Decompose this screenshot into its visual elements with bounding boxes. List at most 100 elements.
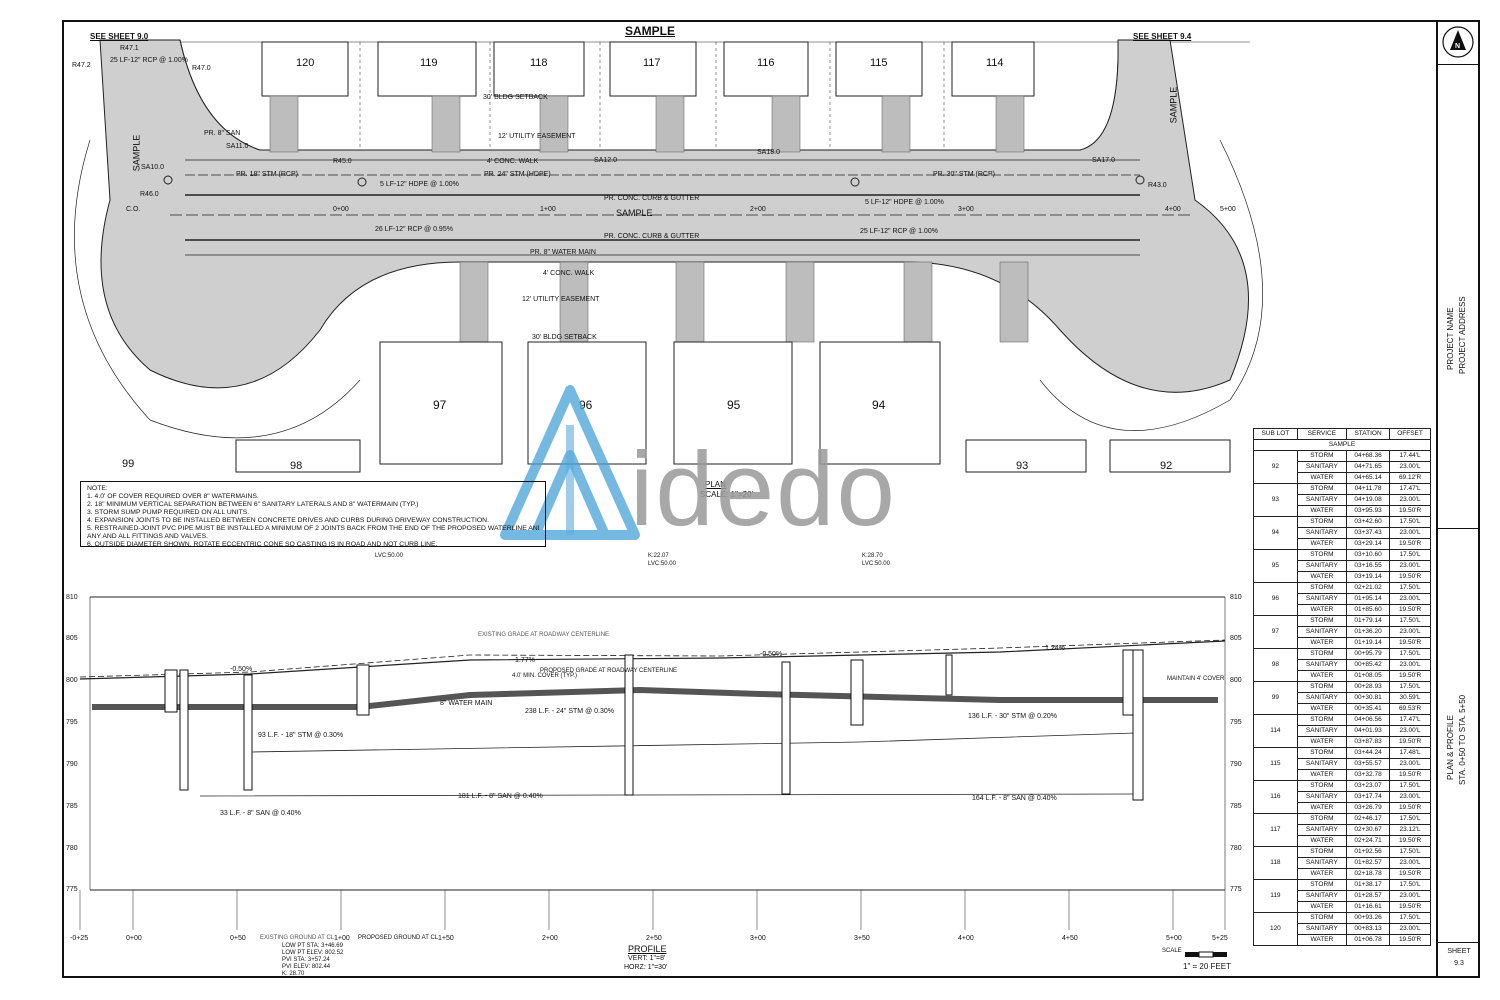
station-tick-label: -0+25 bbox=[70, 935, 89, 942]
sanitary-label: PR. 8" SAN bbox=[204, 130, 241, 137]
service-cell: SANITARY bbox=[1296, 824, 1348, 836]
curb-label: PR. CONC. CURB & GUTTER bbox=[604, 233, 700, 240]
offset-cell: 17.50'L bbox=[1389, 681, 1431, 693]
offset-cell: 19.50'R bbox=[1389, 637, 1431, 649]
grade-label: -0.50% bbox=[230, 666, 253, 673]
elev-left: 785 bbox=[66, 803, 78, 810]
station-tick-label: 0+50 bbox=[230, 935, 246, 942]
see-sheet-left[interactable]: SEE SHEET 9.0 bbox=[90, 32, 149, 41]
station-cell: 04+06.56 bbox=[1346, 714, 1391, 726]
elev-left: 795 bbox=[66, 719, 78, 726]
pipe-label: 238 L.F. - 24" STM @ 0.30% bbox=[525, 708, 614, 715]
offset-cell: 23.00'L bbox=[1389, 659, 1431, 671]
lateral-label: 25 LF-12" RCP @ 1.00% bbox=[860, 228, 938, 235]
project-address: PROJECT ADDRESS bbox=[1458, 296, 1467, 374]
service-cell: STORM bbox=[1296, 879, 1348, 891]
elev-right: 790 bbox=[1230, 761, 1242, 768]
existing-ground-label: EXISTING GROUND AT CL bbox=[260, 935, 335, 941]
offset-cell: 23.00'L bbox=[1389, 725, 1431, 737]
low-point-info: PVI STA: 3+57.24 bbox=[282, 957, 330, 963]
station-cell: 03+32.78 bbox=[1346, 769, 1391, 781]
service-cell: STORM bbox=[1296, 483, 1348, 495]
structure-label: R47.2 bbox=[72, 62, 91, 69]
station-tick-label: 5+25 bbox=[1212, 935, 1228, 942]
station-cell: 02+18.78 bbox=[1346, 868, 1391, 880]
service-cell: WATER bbox=[1296, 934, 1348, 946]
street-name: SAMPLE bbox=[616, 208, 653, 218]
station-cell: 01+38.17 bbox=[1346, 879, 1391, 891]
station-cell: 03+10.60 bbox=[1346, 549, 1391, 561]
station-cell: 01+79.14 bbox=[1346, 615, 1391, 627]
offset-cell: 23.00'L bbox=[1389, 593, 1431, 605]
offset-cell: 19.50'R bbox=[1389, 736, 1431, 748]
lot-number: 120 bbox=[296, 57, 315, 69]
col-header: OFFSET bbox=[1389, 428, 1431, 440]
proposed-ground-label: PROPOSED GROUND AT CL bbox=[358, 935, 439, 941]
service-cell: STORM bbox=[1296, 582, 1348, 594]
note-item: ANY AND ALL FITTINGS AND VALVES. bbox=[87, 533, 208, 540]
service-cell: STORM bbox=[1296, 912, 1348, 924]
low-point-info: LOW PT ELEV: 802.52 bbox=[282, 950, 344, 956]
offset-cell: 17.50'L bbox=[1389, 615, 1431, 627]
service-cell: SANITARY bbox=[1296, 923, 1348, 935]
watermark-text: idedo bbox=[630, 431, 897, 548]
offset-cell: 23.00'L bbox=[1389, 560, 1431, 572]
station-cell: 03+17.74 bbox=[1346, 791, 1391, 803]
profile-vert-scale: VERT: 1"=8' bbox=[628, 955, 666, 962]
grade-label: 1.24% bbox=[1045, 645, 1065, 652]
structure-label: SA10.0 bbox=[141, 164, 164, 171]
station-cell: 00+95.79 bbox=[1346, 648, 1391, 660]
offset-cell: 19.50'R bbox=[1389, 571, 1431, 583]
service-cell: STORM bbox=[1296, 450, 1348, 462]
plan-title: PLAN bbox=[705, 480, 726, 489]
structure-label: SA17.0 bbox=[1092, 157, 1115, 164]
offset-cell: 23.12'L bbox=[1389, 824, 1431, 836]
drawing-range: STA. 0+50 TO STA. 5+50 bbox=[1458, 694, 1467, 785]
station-cell: 01+06.78 bbox=[1346, 934, 1391, 946]
setback-label: 30' BLDG SETBACK bbox=[483, 94, 548, 101]
elev-right: 785 bbox=[1230, 803, 1242, 810]
sub-lot-cell: 99 bbox=[1253, 681, 1298, 715]
station-ticks bbox=[79, 890, 1226, 930]
pipe-label: 93 L.F. - 18" STM @ 0.30% bbox=[258, 732, 344, 739]
offset-cell: 23.00'L bbox=[1389, 527, 1431, 539]
service-cell: WATER bbox=[1296, 670, 1348, 682]
offset-cell: 23.00'L bbox=[1389, 626, 1431, 638]
offset-cell: 23.00'L bbox=[1389, 494, 1431, 506]
drawing-border bbox=[62, 20, 1480, 978]
sub-lot-cell: 98 bbox=[1253, 648, 1298, 682]
station-label: 2+00 bbox=[750, 206, 766, 213]
service-cell: SANITARY bbox=[1296, 461, 1348, 473]
title-block: PROJECT NAME PROJECT ADDRESS PLAN & PROF… bbox=[1436, 20, 1480, 978]
pipe-label: 164 L.F. - 8" SAN @ 0.40% bbox=[972, 795, 1057, 802]
low-point-info: PVI ELEV: 802.44 bbox=[282, 964, 331, 970]
station-cell: 03+26.79 bbox=[1346, 802, 1391, 814]
elev-left: 800 bbox=[66, 677, 78, 684]
sub-lot-cell: 119 bbox=[1253, 879, 1298, 913]
pipe-label: 8" WATER MAIN bbox=[440, 700, 493, 707]
elev-right: 780 bbox=[1230, 845, 1242, 852]
lot-number: 119 bbox=[420, 57, 438, 69]
service-cell: WATER bbox=[1296, 703, 1348, 715]
see-sheet-right[interactable]: SEE SHEET 9.4 bbox=[1133, 32, 1192, 41]
offset-cell: 17.47'L bbox=[1389, 714, 1431, 726]
service-cell: WATER bbox=[1296, 505, 1348, 517]
lot-number: 95 bbox=[727, 398, 741, 412]
service-cell: SANITARY bbox=[1296, 659, 1348, 671]
col-header: SERVICE bbox=[1296, 428, 1348, 440]
low-point-info: LOW PT STA: 3+46.69 bbox=[282, 943, 343, 949]
lot-number: 99 bbox=[122, 458, 135, 470]
service-cell: SANITARY bbox=[1296, 494, 1348, 506]
